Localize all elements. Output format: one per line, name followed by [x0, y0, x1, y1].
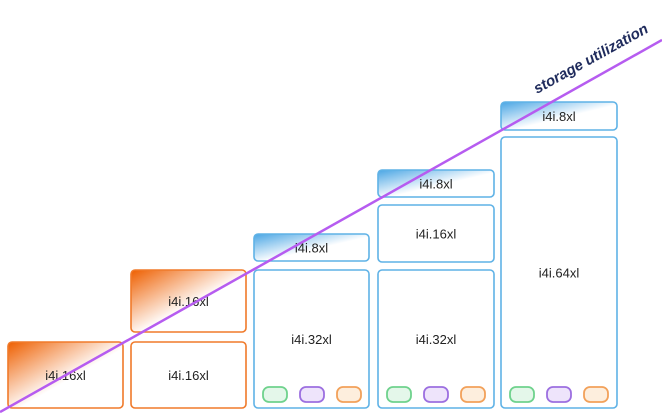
instance-label: i4i.8xl: [295, 241, 328, 256]
instance-label: i4i.16xl: [168, 368, 209, 383]
resource-pills: [262, 386, 609, 403]
instance-boxes: i4i.16xl i4i.16xl i4i.16xl i4i.8xl i4i.32xl i…: [7, 101, 618, 409]
instance-label: i4i.16xl: [168, 294, 209, 309]
instance-label: i4i.32xl: [291, 332, 332, 347]
instance-box-col3-2: [253, 269, 370, 409]
instance-box-col4-2: [377, 204, 495, 263]
instance-label: i4i.8xl: [419, 177, 452, 192]
instance-box-col5-1: [500, 101, 618, 131]
instance-box-col5-2: [500, 136, 618, 409]
instance-box-col2-2: [130, 341, 247, 409]
storage-utilization-caption: storage utilization: [531, 20, 651, 97]
instance-label: i4i.8xl: [542, 109, 575, 124]
resource-pill: [423, 386, 449, 403]
resource-pill: [583, 386, 609, 403]
resource-pill: [546, 386, 572, 403]
instance-box-col4-3: [377, 269, 495, 409]
resource-pill: [262, 386, 288, 403]
resource-pill: [509, 386, 535, 403]
resource-pill: [299, 386, 325, 403]
resource-pill: [336, 386, 362, 403]
instance-label: i4i.16xl: [416, 227, 457, 242]
instance-box-col4-1: [377, 169, 495, 198]
resource-pill: [386, 386, 412, 403]
utilization-trend-line: [0, 38, 662, 414]
instance-label: i4i.64xl: [539, 266, 580, 281]
instance-label: i4i.32xl: [416, 332, 457, 347]
instance-box-col2-1: [130, 269, 247, 333]
resource-pill: [460, 386, 486, 403]
